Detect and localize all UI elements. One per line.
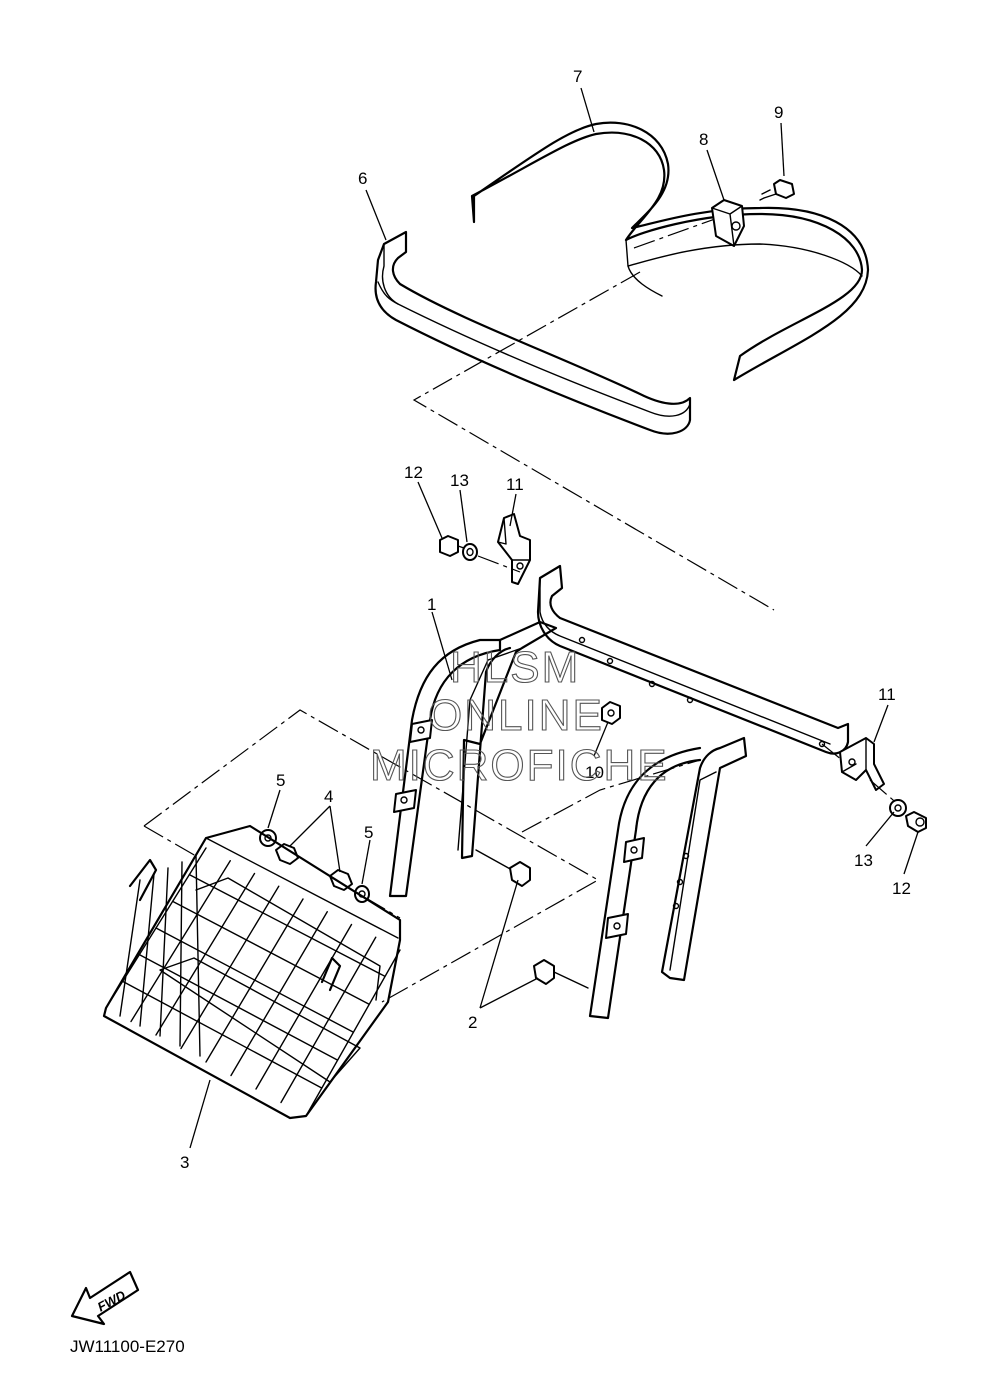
basket-wire-side	[179, 861, 183, 1047]
callout-3: 3	[180, 1153, 189, 1172]
callout-13-upper: 13	[450, 471, 469, 490]
part-7-upper-strap[interactable]	[470, 121, 870, 382]
part-9-bolt[interactable]	[759, 179, 795, 201]
part-11-bracket-upper[interactable]	[497, 513, 531, 585]
callout-4: 4	[324, 787, 333, 806]
basket-wire-horizontal	[121, 980, 323, 1089]
part-4-bolt-right[interactable]	[329, 869, 353, 891]
callouts: 7 6 8 9 12 13 11 1 10 11 13 12 5 4 5 2 3	[180, 67, 911, 1172]
watermark-line-3: MICROFICHE	[370, 741, 669, 790]
callout-5-left: 5	[276, 771, 285, 790]
part-12-bolt-upper[interactable]	[439, 535, 465, 557]
basket-wire-horizontal	[171, 900, 370, 1005]
basket-wire-side	[119, 879, 141, 1017]
part-12-bolt-right[interactable]	[905, 811, 927, 833]
callout-13-right: 13	[854, 851, 873, 870]
watermark-line-2: ONLINE	[428, 691, 604, 740]
callout-12-upper: 12	[404, 463, 423, 482]
part-4-bolt-left[interactable]	[275, 843, 299, 865]
mount-line-basket	[143, 709, 600, 1003]
callout-7: 7	[573, 67, 582, 86]
mount-line-part11-upper	[477, 555, 521, 573]
callout-12-right: 12	[892, 879, 911, 898]
part-10-nut[interactable]	[601, 701, 621, 725]
basket-wire-horizontal	[138, 953, 339, 1061]
mount-line-upper	[412, 271, 775, 611]
diagram-code: JW11100-E270	[70, 1337, 185, 1356]
basket-wire-horizontal	[155, 927, 354, 1033]
basket-wire-side	[195, 855, 201, 1057]
mount-line-part11-right	[821, 743, 901, 807]
fwd-arrow-icon: FWD	[70, 1270, 140, 1326]
part-3-basket[interactable]	[102, 824, 402, 1120]
callout-6: 6	[358, 169, 367, 188]
part-2-bolt-upper[interactable]	[475, 849, 531, 887]
callout-11-upper: 11	[506, 475, 524, 494]
mount-line-basket-right	[521, 759, 701, 833]
callout-2: 2	[468, 1013, 477, 1032]
callout-5-right: 5	[364, 823, 373, 842]
leader-lines	[189, 87, 919, 1149]
part-1-frame[interactable]	[388, 564, 850, 1020]
part-11-bracket-right[interactable]	[839, 737, 885, 791]
callout-8: 8	[699, 130, 708, 149]
part-6-guard-channel[interactable]	[374, 230, 692, 435]
part-13-washer-upper[interactable]	[462, 543, 478, 561]
callout-11-right: 11	[878, 685, 896, 704]
basket-wire-horizontal	[188, 873, 386, 977]
callout-1: 1	[427, 595, 436, 614]
basket-wire-side	[159, 867, 169, 1037]
part-2-bolt-lower[interactable]	[533, 959, 589, 989]
callout-10: 10	[585, 763, 604, 782]
watermark: HLSM ONLINE MICROFICHE	[369, 642, 669, 790]
watermark-line-1: HLSM	[450, 643, 580, 692]
basket-wire-side	[139, 873, 155, 1027]
part-8-clamp[interactable]	[711, 199, 745, 247]
callout-9: 9	[774, 103, 783, 122]
